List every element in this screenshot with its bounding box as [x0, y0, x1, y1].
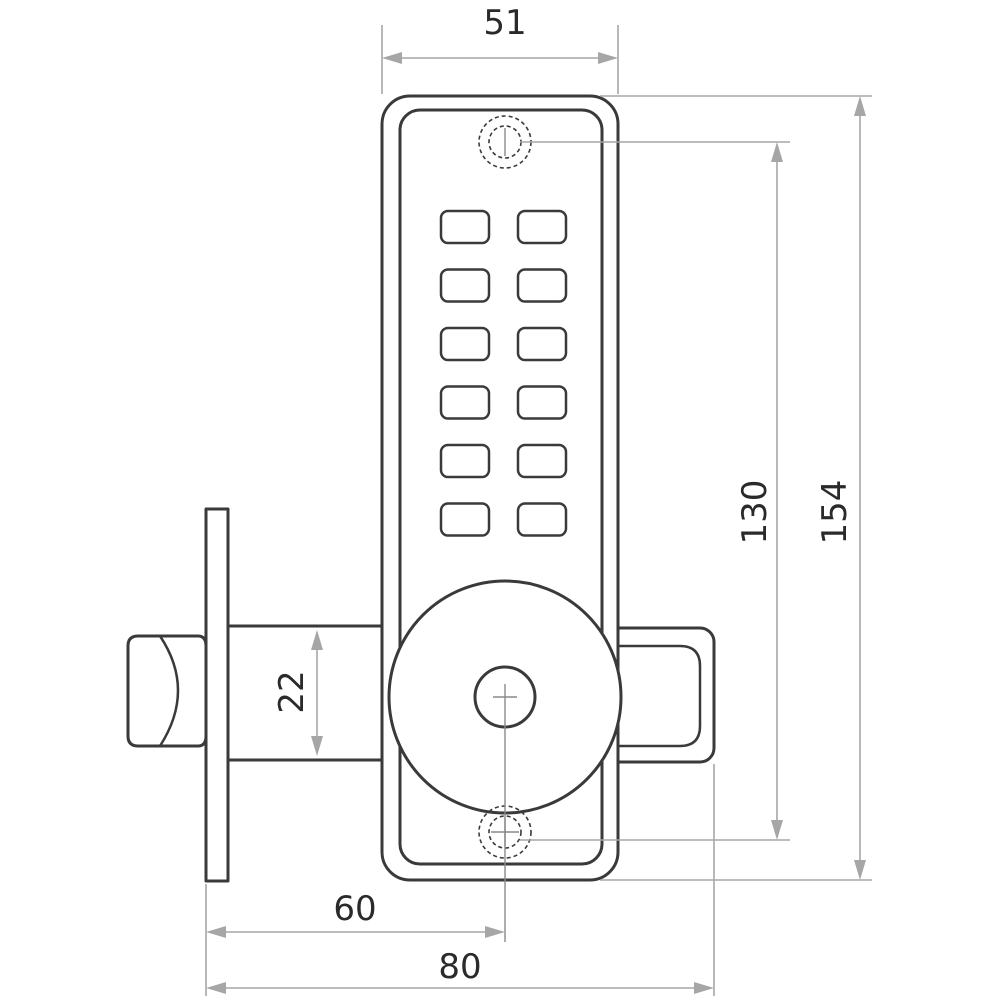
latch-bolt-bevel	[158, 635, 180, 747]
center-lines	[491, 128, 519, 942]
keypad-button	[439, 268, 491, 303]
keypad-button	[439, 443, 491, 479]
keypad-button	[439, 209, 491, 245]
dimension-latch-height: 22	[272, 630, 323, 756]
right-handle-inner	[616, 644, 702, 748]
keypad-button	[516, 268, 568, 303]
dimension-total-height: 154	[600, 95, 872, 881]
keypad-button	[516, 502, 568, 537]
keypad-button	[439, 385, 491, 420]
keypad-button	[439, 326, 491, 362]
dimension-backset-label: 60	[333, 889, 376, 929]
latch-housing	[224, 624, 388, 762]
keypad-button	[516, 385, 568, 420]
dimension-backset: 60	[205, 884, 505, 996]
latch-assembly	[126, 507, 388, 883]
latch-faceplate	[204, 507, 230, 883]
dimension-total-height-label: 154	[815, 480, 855, 545]
dimension-hole-spacing-label: 130	[735, 480, 775, 545]
dimension-width-top: 51	[381, 3, 619, 94]
dimension-width-top-label: 51	[483, 3, 526, 43]
dimension-hole-spacing: 130	[520, 141, 790, 841]
dimension-overall-length-label: 80	[438, 947, 481, 987]
keypad	[439, 209, 568, 537]
keypad-button	[516, 209, 568, 245]
keypad-button	[516, 326, 568, 362]
keypad-button	[516, 443, 568, 479]
keypad-button	[439, 502, 491, 537]
dimension-latch-height-label: 22	[272, 670, 312, 713]
dimension-overall-length: 80	[206, 764, 715, 996]
